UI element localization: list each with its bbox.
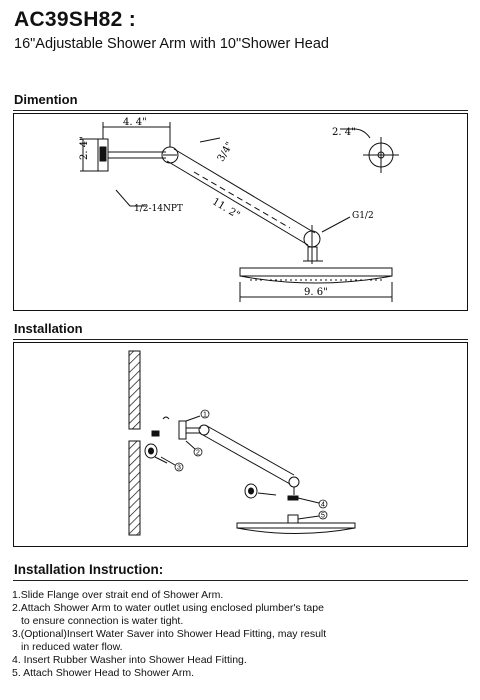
leader-inlet xyxy=(115,189,146,207)
instructions-divider xyxy=(13,580,468,581)
label-thread-inlet: 1/2-14NPT xyxy=(134,204,183,214)
wall-lower xyxy=(128,440,141,536)
angled-arm-bottom xyxy=(166,160,309,246)
instruction-step-2: 2.Attach Shower Arm to water outlet usin… xyxy=(12,602,324,614)
product-title: 16"Adjustable Shower Arm with 10"Shower … xyxy=(14,36,329,52)
callout-3 xyxy=(174,462,184,472)
install-arm-bottom xyxy=(202,434,291,485)
install-shower-head xyxy=(236,522,356,529)
instructions-heading: Installation Instruction: xyxy=(14,562,164,577)
instruction-step-2-continued: to ensure connection is water tight. xyxy=(21,615,184,627)
callout-5-label: 5 xyxy=(321,513,325,520)
callout-2-label: 2 xyxy=(196,450,200,457)
instruction-step-3: 3.(Optional)Insert Water Saver into Show… xyxy=(12,628,327,640)
label-flange-width: 4. 4" xyxy=(123,117,147,128)
label-flange-diameter: 2. 4" xyxy=(332,127,356,138)
instruction-step-1: 1.Slide Flange over strait end of Shower… xyxy=(12,589,224,601)
install-arm-top xyxy=(206,425,295,476)
install-joint-lower xyxy=(288,476,300,488)
leader-flange-diameter xyxy=(340,128,371,139)
dimension-divider xyxy=(13,110,468,111)
callout-4-label: 4 xyxy=(321,502,325,509)
head-fitting xyxy=(287,514,299,524)
leader-outlet xyxy=(321,216,351,233)
label-flange-height: 2. 4" xyxy=(79,136,90,160)
callout-5 xyxy=(318,510,328,520)
wall-upper xyxy=(128,350,141,430)
install-flange xyxy=(178,420,187,440)
model-number: AC39SH82 : xyxy=(14,8,137,31)
installation-heading: Installation xyxy=(14,321,83,336)
installation-diagram: 1 2 3 4 5 xyxy=(13,342,468,547)
instruction-list: 1.Slide Flange over strait end of Shower… xyxy=(12,589,472,680)
tape-roll-outer xyxy=(144,443,158,459)
label-arm-length: 11. 2" xyxy=(210,196,241,221)
instruction-step-5: 5. Attach Shower Head to Shower Arm. xyxy=(12,667,195,679)
installation-drawing: 1 2 3 4 5 xyxy=(128,350,356,536)
shower-head-plate xyxy=(239,267,393,277)
arm-centerline xyxy=(193,171,291,229)
callout-1-label: 1 xyxy=(203,412,207,419)
instruction-step-3-continued: in reduced water flow. xyxy=(21,641,123,653)
installation-divider xyxy=(13,339,468,340)
callout-4 xyxy=(318,499,328,509)
callout-2 xyxy=(193,447,203,457)
dimension-heading: Dimention xyxy=(14,92,78,107)
angled-arm-top xyxy=(173,148,316,234)
water-saver xyxy=(244,483,258,499)
dimension-diagram: 4. 4" 2. 4" 3/4" 11. 2" 1/2-14NPT G1/2 9… xyxy=(13,113,468,311)
label-head-thickness: 3/4" xyxy=(216,140,236,163)
callout-1 xyxy=(200,409,210,419)
callout-3-label: 3 xyxy=(177,465,181,472)
instruction-step-4: 4. Insert Rubber Washer into Shower Head… xyxy=(12,654,247,666)
rubber-washer xyxy=(287,495,299,501)
shower-head-face xyxy=(239,275,393,284)
label-head-diameter: 9. 6" xyxy=(304,287,328,298)
water-outlet xyxy=(151,430,160,437)
flange-boss xyxy=(99,146,107,162)
dimension-drawing: 4. 4" 2. 4" 3/4" 11. 2" 1/2-14NPT G1/2 9… xyxy=(79,117,399,302)
label-thread-outlet: G1/2 xyxy=(352,211,374,221)
tape-arrow xyxy=(162,416,170,420)
